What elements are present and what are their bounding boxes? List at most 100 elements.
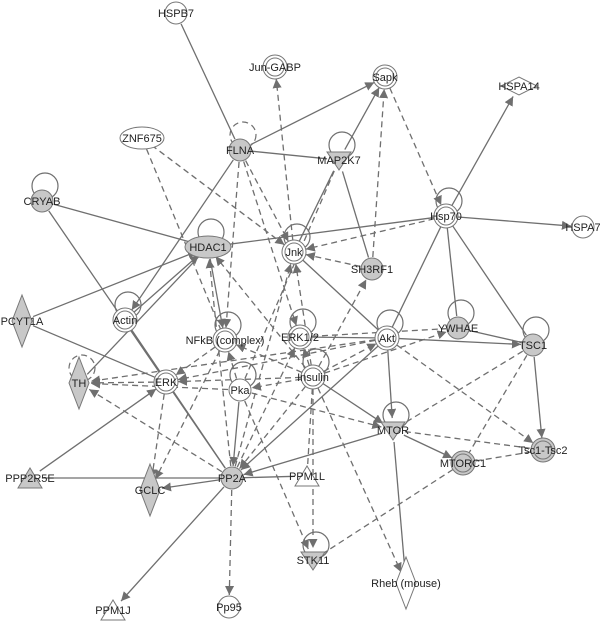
edge-MAP2K7-Pka <box>244 170 335 380</box>
node-label: ERK <box>155 377 178 389</box>
node-label: PCYT1A <box>1 316 44 328</box>
node-label: Akt <box>379 333 395 345</box>
node-flna[interactable]: FLNA <box>226 138 255 162</box>
node-inner-ring <box>290 327 310 347</box>
node-label: ZNF675 <box>122 133 162 145</box>
node-cryab[interactable]: CRYAB <box>24 189 61 213</box>
node-mtorc1[interactable]: MTORC1 <box>440 450 486 476</box>
node-hspb7[interactable]: HSPB7 <box>158 1 194 25</box>
node-label: YWHAE <box>438 323 478 335</box>
node-jnk[interactable]: Jnk <box>281 239 307 265</box>
node-insulin[interactable]: Insulin <box>297 364 329 390</box>
node-pp95[interactable]: Pp95 <box>216 595 242 619</box>
node-hspa7[interactable]: HSPA7 <box>565 215 600 239</box>
node-label: Pka <box>231 385 251 397</box>
node-label: HSPA14 <box>498 81 539 93</box>
node-shape-circle <box>571 215 595 239</box>
node-shape-vtriangle <box>326 151 352 171</box>
node-ywhae[interactable]: YWHAE <box>438 316 478 340</box>
node-th[interactable]: TH <box>68 355 90 411</box>
edge-PP2A-TH <box>88 388 223 473</box>
node-label: ERK1/2 <box>281 332 319 344</box>
edge-Insulin-YWHAE <box>324 330 447 374</box>
edge-HSPB7-FLNA <box>180 23 236 140</box>
node-hsp70[interactable]: Hsp70 <box>430 203 462 229</box>
node-znf675[interactable]: ZNF675 <box>119 126 165 150</box>
node-label: PP2A <box>218 473 247 485</box>
node-label: CRYAB <box>24 196 61 208</box>
node-sh3rf1[interactable]: SH3RF1 <box>351 257 393 281</box>
edge-Akt-ERK <box>177 339 376 383</box>
node-shape-circle <box>30 189 54 213</box>
edge-MTORC1-STK11 <box>322 468 454 555</box>
node-akt[interactable]: Akt <box>374 325 400 351</box>
edge-MTOR-Rheb <box>393 441 406 572</box>
node-label: PPM1L <box>289 471 325 483</box>
node-shape-dcircle <box>281 239 307 265</box>
node-inner-ring <box>453 453 473 473</box>
node-stk11[interactable]: STK11 <box>297 551 330 571</box>
edge-Insulin-MTOR <box>322 383 384 424</box>
edge-Pka-STK11 <box>244 400 309 550</box>
edge-FLNA-Actin <box>131 159 234 311</box>
edge-MTOR-MTORC1 <box>403 434 453 459</box>
node-tsc1tsc2[interactable]: Tsc1-Tsc2 <box>519 437 568 463</box>
edge-CRYAB-ERK <box>48 210 160 373</box>
node-map2k7[interactable]: MAP2K7 <box>317 151 361 171</box>
node-pka[interactable]: Pka <box>228 378 252 402</box>
node-label: MTOR <box>377 425 409 437</box>
edge-FLNA-Sapk <box>250 81 375 146</box>
node-label: HSPA7 <box>565 222 600 234</box>
node-ppm1j[interactable]: PPM1J <box>95 599 131 621</box>
node-gclc[interactable]: GCLC <box>135 462 166 518</box>
node-label: Insulin <box>297 372 329 384</box>
edge-PPM1L-Insulin <box>307 388 313 465</box>
node-label: SH3RF1 <box>351 264 393 276</box>
edge-MTOR-Tsc1Tsc2 <box>404 430 532 450</box>
node-shape-ellipse <box>184 235 232 259</box>
edge-PP2A-Jnk <box>234 263 293 467</box>
node-tsc1[interactable]: TSC1 <box>519 333 547 357</box>
node-shape-diamond <box>68 355 90 411</box>
edge-Pka-TH <box>90 379 229 391</box>
node-pcyt1a[interactable]: PCYT1A <box>1 293 44 349</box>
edge-Hsp70-Akt <box>391 226 442 328</box>
edge-PPM1L-PP2A <box>243 475 296 479</box>
edge-TSC1-MTOR <box>402 350 524 425</box>
node-label: Tsc1-Tsc2 <box>519 445 568 457</box>
edge-CRYAB-HDAC1 <box>53 203 197 245</box>
edge-HDAC1-NFkB <box>209 258 226 329</box>
edge-Jnk-Akt <box>302 259 379 331</box>
node-shape-dcircle <box>262 54 288 80</box>
node-shape-circle <box>446 316 470 340</box>
node-label: PPP2R5E <box>5 473 55 485</box>
edge-Akt-MTOR <box>387 349 397 419</box>
node-shape-dcircle <box>433 203 459 229</box>
edge-PPP2R5E-ERK <box>39 388 157 472</box>
node-sapk[interactable]: Sapk <box>372 64 398 90</box>
node-nfkb[interactable]: NFkB (complex) <box>186 327 265 353</box>
node-erk12[interactable]: ERK1/2 <box>281 324 319 350</box>
edge-ERK12-Akt <box>311 336 376 339</box>
node-inner-ring <box>284 242 304 262</box>
node-jungabp[interactable]: Jun-GABP <box>249 54 301 80</box>
edge-FLNA-ERK12 <box>243 161 298 326</box>
node-hdac1[interactable]: HDAC1 <box>184 235 232 259</box>
node-label: MAP2K7 <box>317 155 360 167</box>
node-mtor[interactable]: MTOR <box>377 421 409 441</box>
edge-SH3RF1-MAP2K7 <box>341 171 370 258</box>
node-rheb[interactable]: Rheb (mouse) <box>371 555 441 611</box>
node-ppp2r5e[interactable]: PPP2R5E <box>5 467 55 489</box>
node-pp2a[interactable]: PP2A <box>218 466 247 490</box>
node-shape-dcircle <box>153 369 179 395</box>
node-hspa14[interactable]: HSPA14 <box>498 76 540 96</box>
node-label: STK11 <box>297 555 330 567</box>
edge-Actin-HDAC1 <box>133 254 200 313</box>
node-label: NFkB (complex) <box>186 335 265 347</box>
node-ppm1l[interactable]: PPM1L <box>289 465 325 487</box>
node-erk[interactable]: ERK <box>153 369 179 395</box>
edge-ZNF675-Jnk <box>151 144 285 246</box>
node-shape-dcircle <box>530 437 556 463</box>
node-shape-dcircle <box>212 327 238 353</box>
node-actin[interactable]: Actin <box>112 307 138 333</box>
